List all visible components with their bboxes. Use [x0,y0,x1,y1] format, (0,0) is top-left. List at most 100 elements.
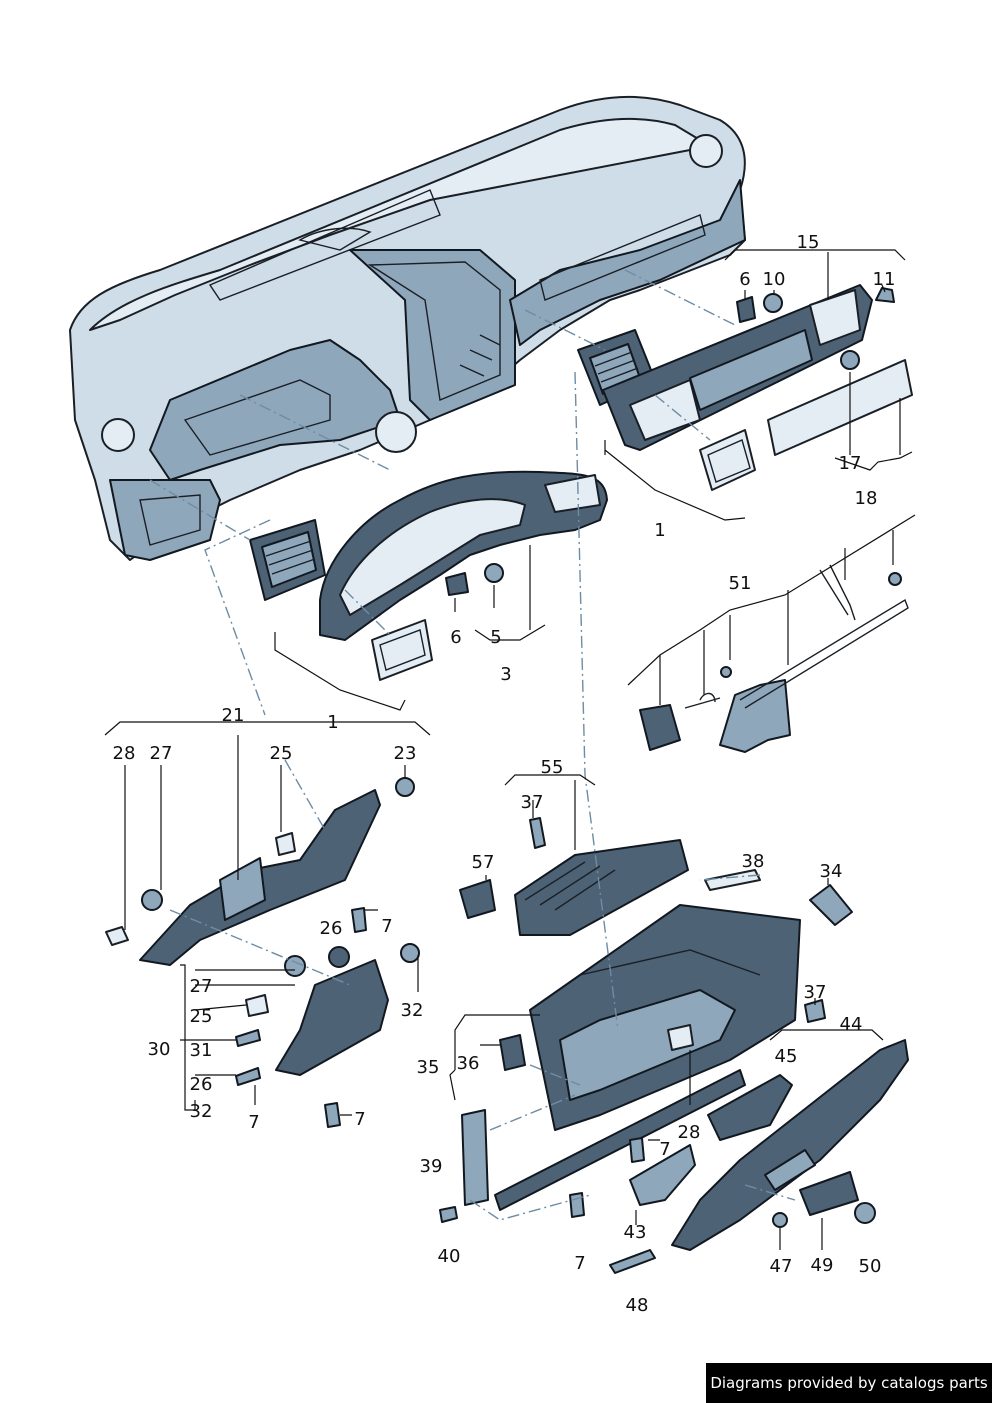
callout-30: 30 [148,1039,171,1060]
hinge-43[interactable] [629,1144,696,1206]
attribution-text: Diagrams provided by catalogs parts [710,1374,988,1392]
cover-18[interactable] [767,359,913,456]
callout-7: 7 [574,1253,585,1274]
callout-37: 37 [521,792,544,813]
damper-39[interactable] [461,1109,489,1206]
callout-23: 23 [394,743,417,764]
callout-10: 10 [763,269,786,290]
screw-47[interactable] [772,1212,788,1228]
callout-39: 39 [420,1156,443,1177]
callout-6: 6 [739,269,750,290]
clip-28-upper[interactable] [105,926,129,946]
trim-panel-15[interactable] [602,284,873,451]
part-36[interactable] [499,1034,526,1071]
callout-27: 27 [150,743,173,764]
clip-27-upper[interactable] [141,889,163,911]
frame-small-right[interactable] [699,429,756,491]
callout-7: 7 [248,1112,259,1133]
callout-7: 7 [354,1109,365,1130]
callout-17: 17 [839,453,862,474]
callout-48: 48 [626,1295,649,1316]
clip-27-lower[interactable] [284,955,306,977]
clip-17[interactable] [840,350,860,370]
clip-57[interactable] [459,879,496,919]
callout-36: 36 [457,1053,480,1074]
vent-left[interactable] [249,519,326,601]
callout-18: 18 [855,488,878,509]
callout-15: 15 [797,232,820,253]
callout-37: 37 [804,982,827,1003]
clip-25-lower[interactable] [245,994,269,1017]
callout-40: 40 [438,1246,461,1267]
glovebox-housing[interactable] [494,904,801,1211]
screw-7-a[interactable] [351,907,367,933]
clip-10[interactable] [763,293,783,313]
callout-44: 44 [840,1014,863,1035]
callout-labels: 15 6 10 11 17 18 1 51 6 5 3 21 1 28 27 2… [113,232,896,1316]
callout-57: 57 [472,852,495,873]
clip-38[interactable] [704,869,761,891]
clip-23[interactable] [395,777,415,797]
knee-trim-lower[interactable] [275,959,389,1076]
callout-49: 49 [811,1255,834,1276]
clip-28-lower[interactable] [667,1024,694,1051]
clip-37-lower[interactable] [804,999,826,1023]
cylinder-50[interactable] [854,1202,876,1224]
clip-26-mid[interactable] [328,946,350,968]
clip-6-lower[interactable] [445,572,469,596]
knee-trim-21[interactable] [139,789,381,966]
callout-26: 26 [320,918,343,939]
callout-28: 28 [113,743,136,764]
callout-25: 25 [270,743,293,764]
callout-25: 25 [190,1006,213,1027]
callout-11: 11 [873,269,896,290]
bracket-leaders [104,249,916,1250]
callout-35: 35 [417,1057,440,1078]
screw-40[interactable] [439,1206,458,1223]
callout-31: 31 [190,1040,213,1061]
clip-5[interactable] [484,563,504,583]
callout-7: 7 [659,1139,670,1160]
screw-7-b[interactable] [324,1102,341,1128]
callout-43: 43 [624,1222,647,1243]
clip-37-upper[interactable] [529,817,546,849]
callout-21: 21 [222,705,245,726]
callout-32: 32 [401,1000,424,1021]
bracket-34[interactable] [809,884,853,926]
trim-45[interactable] [707,1074,793,1141]
clip-32-mid[interactable] [400,943,420,963]
attribution-banner: Diagrams provided by catalogs parts [706,1363,992,1403]
callout-28: 28 [678,1122,701,1143]
callout-50: 50 [859,1256,882,1277]
dashboard-panel[interactable] [69,95,746,561]
clip-6-upper[interactable] [736,296,756,323]
callout-47: 47 [770,1256,793,1277]
callout-3: 3 [500,664,511,685]
callout-45: 45 [775,1046,798,1067]
callout-51: 51 [729,573,752,594]
lock-49[interactable] [799,1171,859,1216]
clip-11[interactable] [875,287,895,303]
cluster-trim-3[interactable] [319,470,608,641]
lid-44[interactable] [671,1039,909,1251]
bracket-51[interactable] [639,564,909,753]
callout-55: 55 [541,757,564,778]
callout-34: 34 [820,861,843,882]
callout-1: 1 [327,712,338,733]
screw-31[interactable] [235,1029,261,1047]
screw-7-d[interactable] [629,1137,645,1163]
callout-38: 38 [742,851,765,872]
callout-27: 27 [190,976,213,997]
relation-lines [149,269,796,1221]
screw-26-lower[interactable] [235,1067,261,1086]
storage-55[interactable] [514,839,689,936]
pin-48[interactable] [609,1249,656,1274]
callout-5: 5 [490,627,501,648]
frame-small-left[interactable] [371,619,433,681]
callout-32: 32 [190,1101,213,1122]
callout-7: 7 [381,916,392,937]
clip-25-upper[interactable] [275,832,296,856]
callout-26: 26 [190,1074,213,1095]
callout-1: 1 [654,520,665,541]
